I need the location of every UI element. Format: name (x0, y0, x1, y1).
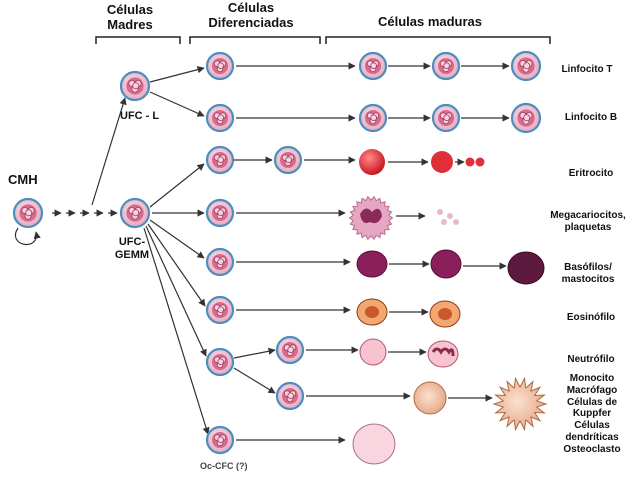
header-differentiated-cells: Células Diferenciadas (208, 0, 294, 31)
diff-cell-mono (275, 381, 305, 411)
lineage-label-linfocito-t: Linfocito T (561, 64, 613, 75)
eosinophil-1-nucleus (365, 306, 379, 318)
label-ufc-l: UFC - L (120, 110, 160, 122)
differentiated-cells-bracket (189, 36, 321, 44)
platelet-1 (447, 213, 453, 219)
eosinophil-2-nucleus (438, 308, 452, 320)
ufc-l-to-b-arrow (149, 91, 205, 117)
gm-to-neut-arrow (233, 347, 276, 359)
diff-cell-oc (205, 425, 235, 455)
lineage-label-eosinofilo: Eosinófilo (566, 312, 616, 323)
lineage-label-monocito: Monocito Macrófago Células de Kuppfer Cé… (563, 373, 621, 455)
cmh-to-ufc-l-arrow (91, 97, 127, 206)
platelet-3 (453, 219, 459, 225)
diff-cell-b (205, 103, 235, 133)
macrophage (492, 376, 548, 432)
erythroblast (359, 149, 385, 175)
header-stem-cells: Células Madres (106, 2, 154, 33)
mature-t-2 (431, 51, 461, 81)
mature-b-2 (431, 103, 461, 133)
ufc-l-to-t-arrow (149, 66, 205, 83)
diff-cell-ery-2 (273, 145, 303, 175)
gemm-to-ery-arrow (149, 163, 205, 208)
gemm-to-oc-arrow (143, 227, 210, 435)
label-oc-cfc: Oc-CFC (?) (200, 461, 248, 471)
neutrophil-2-nucleus (431, 347, 455, 357)
neutrophil-1 (359, 338, 387, 366)
self-renewal-arrow (14, 227, 41, 246)
gemm-to-gm-arrow (145, 225, 207, 357)
reticulocyte (431, 151, 453, 173)
platelet-0 (437, 209, 443, 215)
label-ufc-gemm: UFC- GEMM (114, 236, 150, 261)
lineage-label-megacariocitos: Megacariocitos, plaquetas (550, 210, 626, 233)
mature-b-1 (358, 103, 388, 133)
gemm-to-eos-arrow (147, 223, 206, 307)
neutrophil-2 (427, 340, 459, 368)
header-mature-cells: Células maduras (377, 14, 483, 29)
erythrocyte-a (465, 157, 475, 167)
lineage-label-basofilos: Basófilos/ mastocitos (561, 262, 615, 285)
erythrocyte-b (475, 157, 485, 167)
monocyte (413, 381, 447, 415)
basophil-2 (430, 249, 462, 279)
diff-cell-ery-1 (205, 145, 235, 175)
mature-cells-bracket (325, 36, 551, 44)
cells-layer (12, 50, 548, 465)
diff-cell-gm (205, 347, 235, 377)
platelet-2 (441, 219, 447, 225)
mastocyte (507, 251, 545, 285)
lineage-label-linfocito-b: Linfocito B (564, 112, 618, 123)
lineage-label-eritrocito: Eritrocito (568, 168, 614, 179)
mature-b-3 (510, 102, 542, 134)
arrows-layer (14, 62, 510, 444)
mature-t-1 (358, 51, 388, 81)
basophil-1 (356, 250, 388, 278)
gm-to-mono-arrow (233, 367, 276, 394)
lineage-label-neutrofilo: Neutrófilo (567, 354, 615, 365)
label-cmh: CMH (8, 172, 38, 187)
diff-cell-neut (275, 335, 305, 365)
cmh-cell (12, 197, 44, 229)
osteoclast-precursor (352, 423, 396, 465)
diff-cell-eos (205, 295, 235, 325)
megakaryocyte (348, 195, 394, 241)
diff-cell-mega (205, 198, 235, 228)
stem-cells-bracket (95, 36, 181, 44)
ufc-l-cell (119, 70, 151, 102)
diff-cell-baso (205, 247, 235, 277)
gemm-to-baso-arrow (149, 219, 205, 259)
mature-t-3 (510, 50, 542, 82)
diff-cell-t (205, 51, 235, 81)
ufc-gemm-cell (119, 197, 151, 229)
